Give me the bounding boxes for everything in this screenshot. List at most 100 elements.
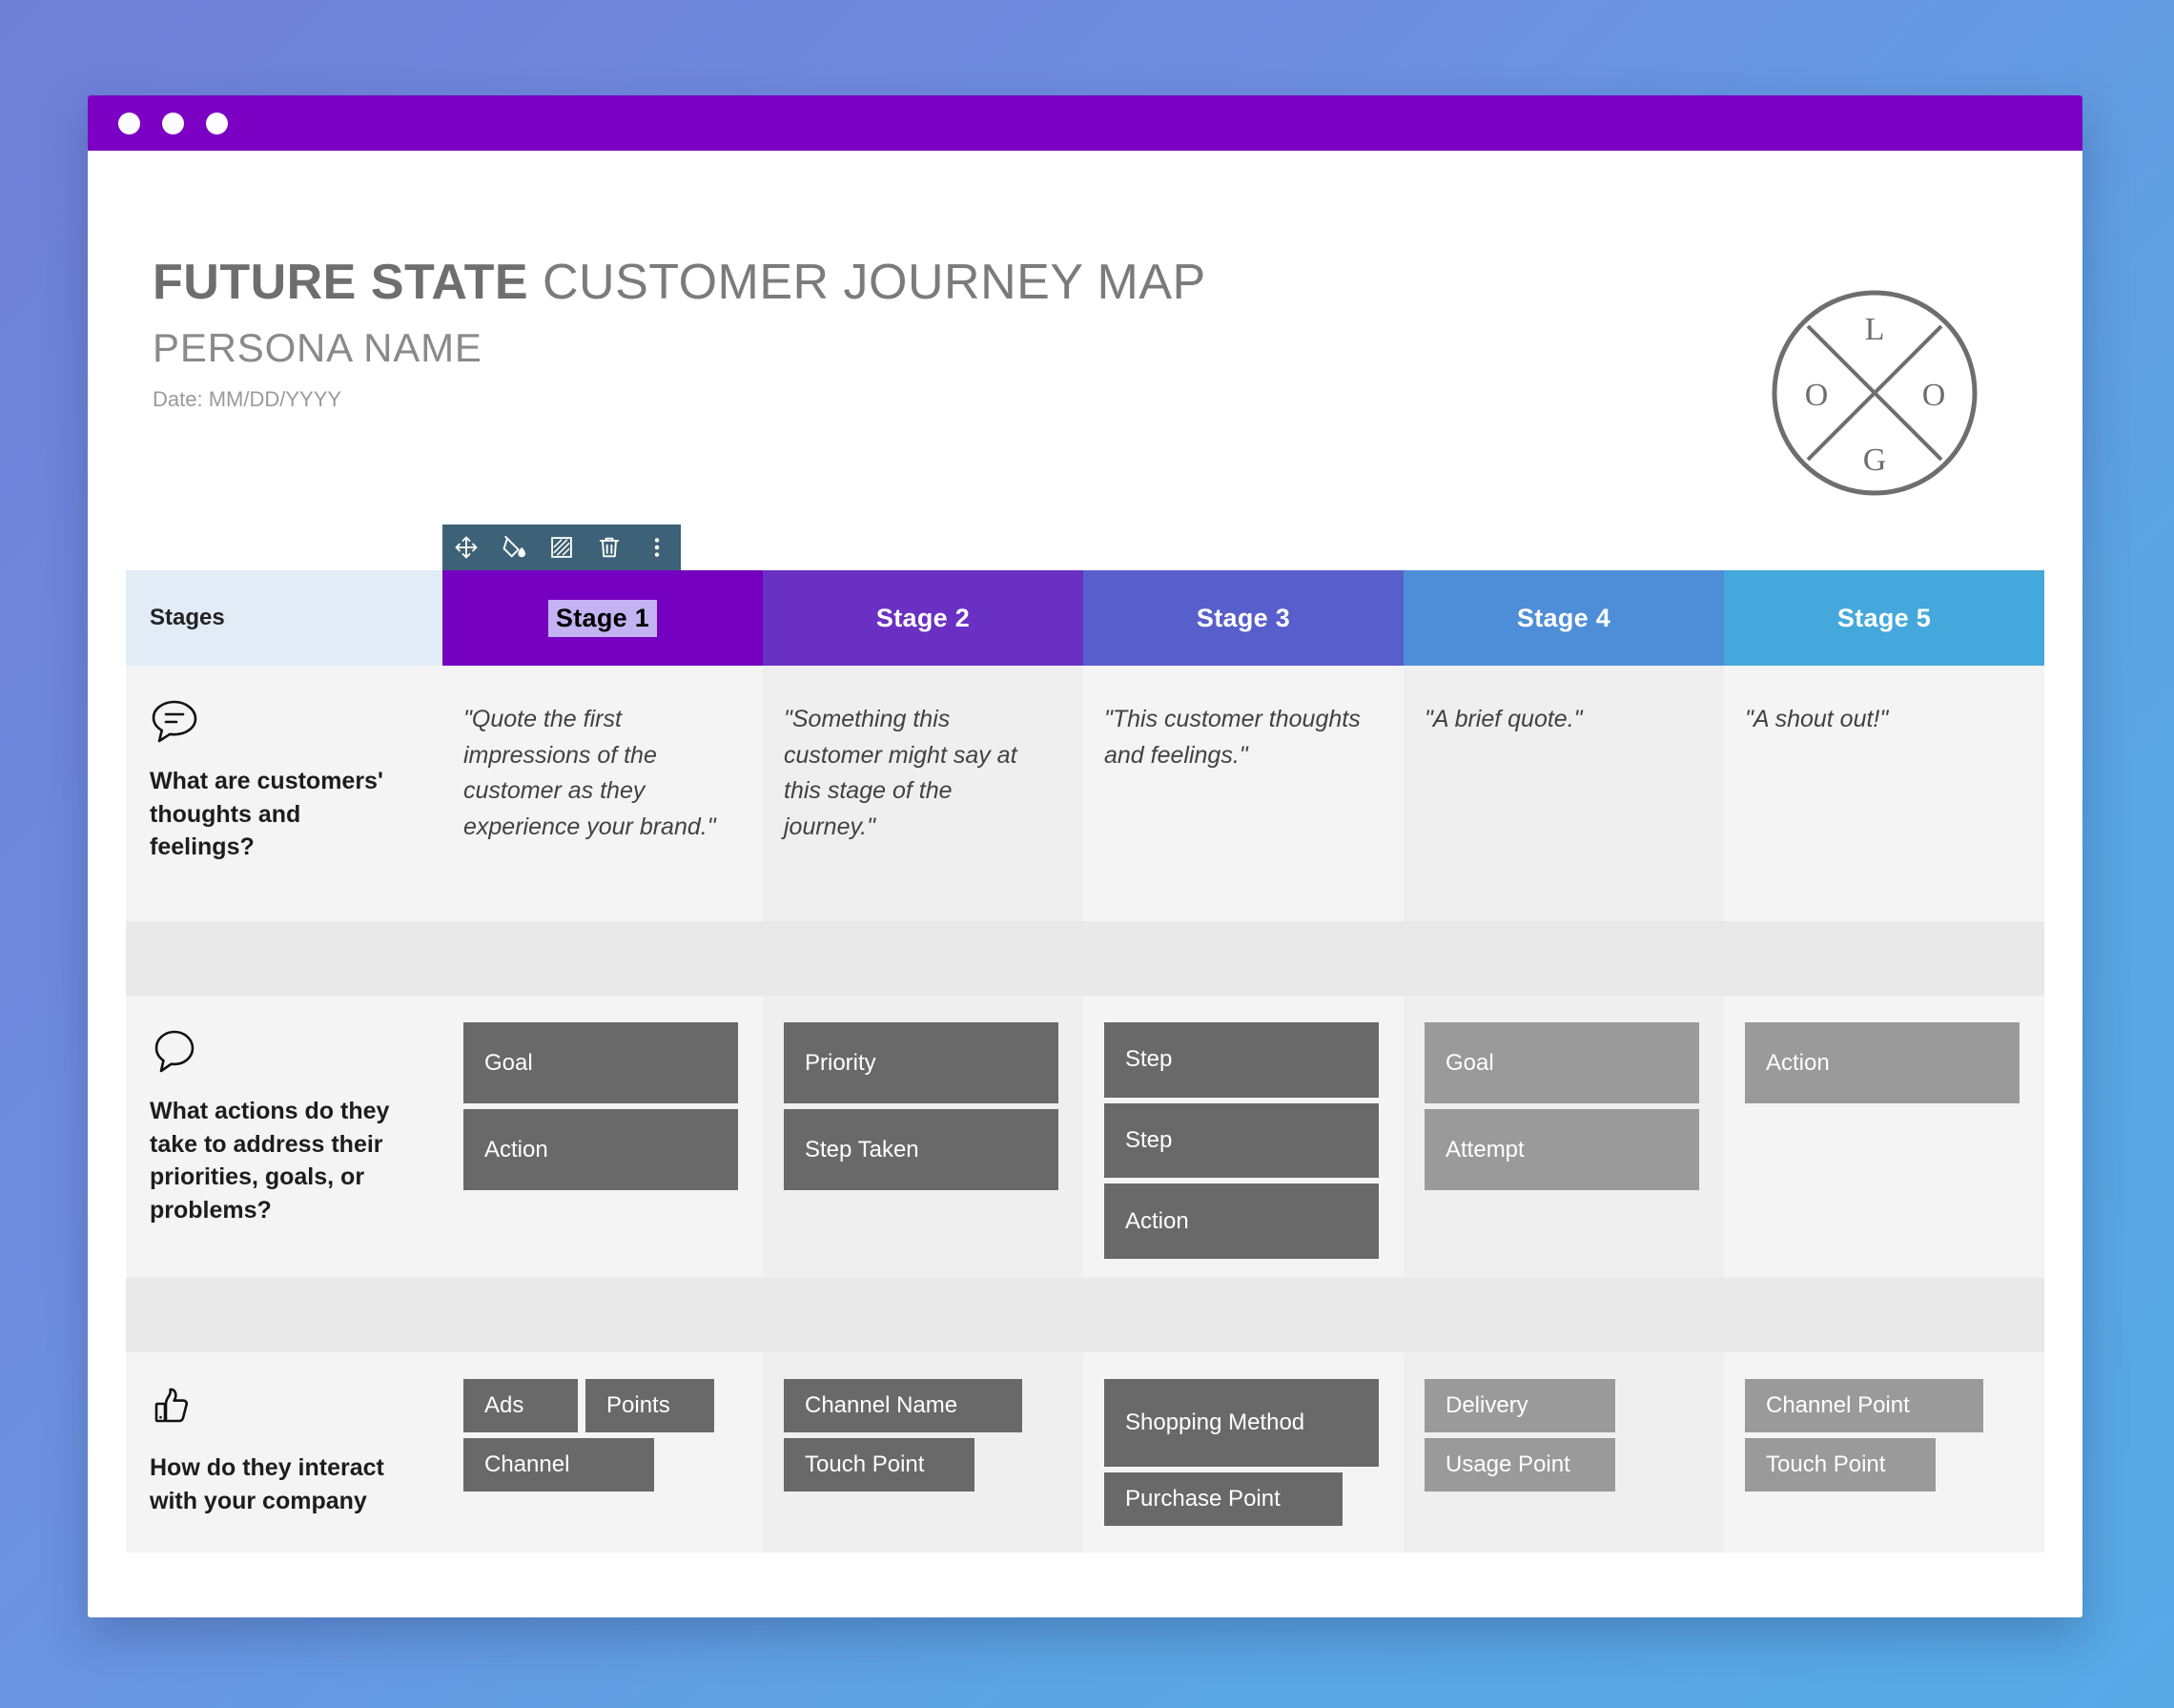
row-label-text-thoughts: What are customers' thoughts and feeling… xyxy=(150,768,383,860)
channel-chip[interactable]: Channel Point xyxy=(1745,1379,1983,1432)
stage-header-row: Stages Stage 1 Stage 2 Stage 3 Stage 4 S… xyxy=(126,570,2044,666)
row-label-text-actions: What actions do they take to address the… xyxy=(150,1098,390,1224)
app-window: FUTURE STATE CUSTOMER JOURNEY MAP PERSON… xyxy=(88,95,2082,1617)
cell-thoughts-stage-3[interactable]: "This customer thoughts and feelings." xyxy=(1083,666,1404,921)
page-title-rest: CUSTOMER JOURNEY MAP xyxy=(528,255,1206,310)
document-date: Date: MM/DD/YYYY xyxy=(153,387,342,411)
journey-map-grid: Stages Stage 1 Stage 2 Stage 3 Stage 4 S… xyxy=(126,525,2044,1553)
row-label-channels: How do they interact with your company xyxy=(126,1352,442,1553)
cell-channels-stage-4[interactable]: Delivery Usage Point xyxy=(1404,1352,1724,1553)
action-chip[interactable]: Step xyxy=(1104,1022,1379,1098)
channel-chip[interactable]: Channel xyxy=(463,1438,654,1492)
action-chip[interactable]: Goal xyxy=(1425,1022,1699,1103)
row-actions: What actions do they take to address the… xyxy=(126,996,2044,1278)
logo-letter-left: O xyxy=(1805,378,1829,413)
action-chip[interactable]: Priority xyxy=(784,1022,1058,1103)
cell-thoughts-stage-2[interactable]: "Something this customer might say at th… xyxy=(763,666,1083,921)
row-label-text-channels: How do they interact with your company xyxy=(150,1454,384,1514)
chip-row: Touch Point xyxy=(784,1438,974,1492)
row-divider-1 xyxy=(126,921,2044,996)
window-minimize-dot[interactable] xyxy=(162,112,184,134)
logo-letter-top: L xyxy=(1865,312,1885,347)
row-divider-2 xyxy=(126,1278,2044,1352)
stage-header-label-3: Stage 3 xyxy=(1196,603,1291,632)
chip-row: Channel xyxy=(463,1438,654,1492)
logo-letter-bottom: G xyxy=(1863,442,1887,478)
speech-bubble-icon xyxy=(150,1028,410,1080)
stage-header-label-4: Stage 4 xyxy=(1516,603,1611,632)
fill-color-icon[interactable] xyxy=(500,533,528,562)
channel-chip[interactable]: Channel Name xyxy=(784,1379,1022,1432)
stage-header-3[interactable]: Stage 3 xyxy=(1083,570,1404,666)
cell-channels-stage-2[interactable]: Channel Name Touch Point xyxy=(763,1352,1083,1553)
chip-row: Touch Point xyxy=(1745,1438,1936,1492)
thumbs-up-icon xyxy=(150,1385,410,1436)
page-title-strong: FUTURE STATE xyxy=(153,255,529,310)
cell-thoughts-stage-4[interactable]: "A brief quote." xyxy=(1404,666,1724,921)
row-label-thoughts: What are customers' thoughts and feeling… xyxy=(126,666,442,921)
move-icon[interactable] xyxy=(452,533,481,562)
pattern-fill-icon[interactable] xyxy=(547,533,576,562)
logo-letter-right: O xyxy=(1922,378,1946,413)
quote-text: "Quote the first impressions of the cust… xyxy=(463,706,716,840)
action-chip[interactable]: Goal xyxy=(463,1022,738,1103)
delete-icon[interactable] xyxy=(595,533,624,562)
cell-actions-stage-5[interactable]: Action xyxy=(1724,996,2044,1278)
chip-row: Channel Point xyxy=(1745,1379,1983,1432)
window-close-dot[interactable] xyxy=(118,112,140,134)
logo-icon: L O O G xyxy=(1772,290,1978,496)
chip-row: Purchase Point xyxy=(1104,1472,1343,1526)
channel-chip[interactable]: Ads xyxy=(463,1379,578,1432)
channel-chip[interactable]: Touch Point xyxy=(1745,1438,1936,1492)
chip-row: Ads Points xyxy=(463,1379,714,1432)
cell-actions-stage-4[interactable]: Goal Attempt xyxy=(1404,996,1724,1278)
chip-row: Usage Point xyxy=(1425,1438,1615,1492)
cell-thoughts-stage-5[interactable]: "A shout out!" xyxy=(1724,666,2044,921)
quote-text: "A shout out!" xyxy=(1745,706,1889,732)
row-label-actions: What actions do they take to address the… xyxy=(126,996,442,1278)
cell-actions-stage-1[interactable]: Goal Action xyxy=(442,996,763,1278)
speech-bubble-lines-icon xyxy=(150,698,410,750)
stage-header-5[interactable]: Stage 5 xyxy=(1724,570,2044,666)
more-options-icon[interactable] xyxy=(643,533,671,562)
action-chip[interactable]: Action xyxy=(1745,1022,2020,1103)
cell-channels-stage-5[interactable]: Channel Point Touch Point xyxy=(1724,1352,2044,1553)
chip-row: Delivery xyxy=(1425,1379,1615,1432)
stage-header-label-2: Stage 2 xyxy=(875,603,971,632)
action-chip[interactable]: Action xyxy=(463,1109,738,1190)
channel-chip[interactable]: Touch Point xyxy=(784,1438,974,1492)
cell-actions-stage-2[interactable]: Priority Step Taken xyxy=(763,996,1083,1278)
row-thoughts-and-feelings: What are customers' thoughts and feeling… xyxy=(126,666,2044,921)
document-canvas: FUTURE STATE CUSTOMER JOURNEY MAP PERSON… xyxy=(88,151,2082,1617)
cell-channels-stage-1[interactable]: Ads Points Channel xyxy=(442,1352,763,1553)
page-title: FUTURE STATE CUSTOMER JOURNEY MAP xyxy=(153,257,2082,307)
channel-chip[interactable]: Usage Point xyxy=(1425,1438,1615,1492)
stage-header-label-1: Stage 1 xyxy=(547,599,658,637)
channel-chip[interactable]: Shopping Method xyxy=(1104,1379,1379,1467)
action-chip[interactable]: Action xyxy=(1104,1183,1379,1260)
cell-actions-stage-3[interactable]: Step Step Action xyxy=(1083,996,1404,1278)
stage-header-4[interactable]: Stage 4 xyxy=(1404,570,1724,666)
action-chip[interactable]: Attempt xyxy=(1425,1109,1699,1190)
cell-thoughts-stage-1[interactable]: "Quote the first impressions of the cust… xyxy=(442,666,763,921)
document-header: FUTURE STATE CUSTOMER JOURNEY MAP PERSON… xyxy=(88,151,2082,496)
stages-column-header: Stages xyxy=(126,570,442,666)
chip-row: Shopping Method xyxy=(1104,1379,1379,1467)
cell-channels-stage-3[interactable]: Shopping Method Purchase Point xyxy=(1083,1352,1404,1553)
row-channels: How do they interact with your company A… xyxy=(126,1352,2044,1553)
stage-header-2[interactable]: Stage 2 xyxy=(763,570,1083,666)
stage-header-1[interactable]: Stage 1 xyxy=(442,570,763,666)
channel-chip[interactable]: Delivery xyxy=(1425,1379,1615,1432)
quote-text: "A brief quote." xyxy=(1425,706,1583,732)
chip-row: Channel Name xyxy=(784,1379,1022,1432)
window-title-bar xyxy=(88,95,2082,151)
window-maximize-dot[interactable] xyxy=(206,112,228,134)
persona-name: PERSONA NAME xyxy=(153,325,482,370)
action-chip[interactable]: Step xyxy=(1104,1102,1379,1179)
element-toolbar[interactable] xyxy=(442,525,681,570)
action-chip[interactable]: Step Taken xyxy=(784,1109,1058,1190)
quote-text: "Something this customer might say at th… xyxy=(784,706,1017,840)
quote-text: "This customer thoughts and feelings." xyxy=(1104,706,1361,769)
channel-chip[interactable]: Points xyxy=(585,1379,714,1432)
channel-chip[interactable]: Purchase Point xyxy=(1104,1472,1343,1526)
